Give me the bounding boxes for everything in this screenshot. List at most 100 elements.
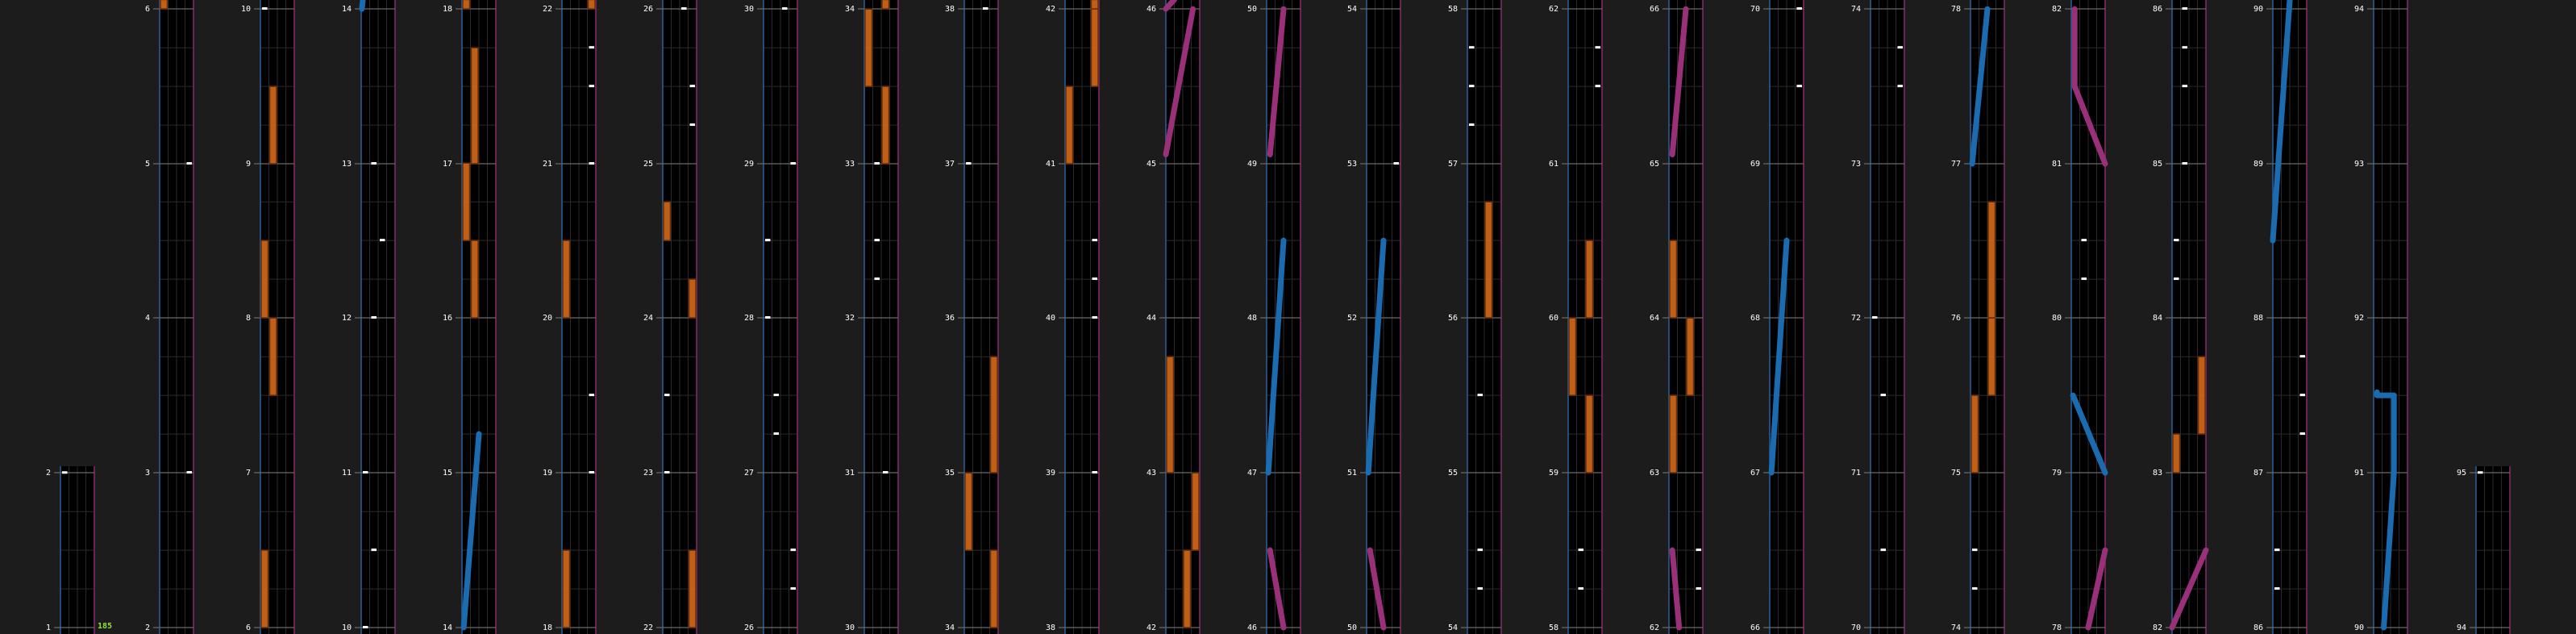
tap-note bbox=[262, 7, 268, 10]
measure-number: 90 bbox=[2354, 624, 2364, 632]
hold-note bbox=[1183, 549, 1192, 628]
measure-number: 70 bbox=[1851, 624, 1861, 632]
tap-note bbox=[589, 85, 594, 88]
tap-note bbox=[2081, 239, 2087, 242]
measure-number: 10 bbox=[342, 624, 352, 632]
tap-note bbox=[681, 7, 687, 10]
measure-number: 30 bbox=[744, 5, 754, 14]
measure-number: 60 bbox=[1549, 314, 1559, 323]
measure-number: 22 bbox=[543, 5, 552, 14]
measure-number: 27 bbox=[744, 469, 754, 478]
measure-number: 2 bbox=[145, 624, 150, 632]
measure-number: 67 bbox=[1750, 469, 1760, 478]
measure-number: 68 bbox=[1750, 314, 1760, 323]
tap-note bbox=[2274, 587, 2280, 590]
left-slide-note bbox=[1768, 237, 1790, 476]
right-slide-note bbox=[1267, 6, 1287, 157]
measure-number: 90 bbox=[2253, 5, 2263, 14]
tap-note bbox=[1972, 548, 1978, 552]
measure-number: 65 bbox=[1650, 160, 1659, 169]
tap-note bbox=[966, 162, 972, 165]
tap-note bbox=[1872, 316, 1878, 319]
measure-number: 45 bbox=[1147, 160, 1156, 169]
tap-note bbox=[1477, 587, 1483, 590]
tap-note bbox=[1696, 587, 1701, 590]
measure-number: 31 bbox=[845, 469, 855, 478]
tap-note bbox=[2174, 239, 2179, 242]
measure-number: 54 bbox=[1448, 624, 1458, 632]
hold-note bbox=[688, 549, 697, 628]
tap-note bbox=[1092, 277, 1097, 281]
tap-note bbox=[1578, 587, 1583, 590]
left-slide-note bbox=[359, 0, 366, 12]
tap-note bbox=[874, 162, 880, 165]
measure-number: 14 bbox=[443, 624, 452, 632]
measure-number: 50 bbox=[1347, 624, 1357, 632]
measure-number: 74 bbox=[1951, 624, 1961, 632]
measure-number: 28 bbox=[744, 314, 754, 323]
measure-number: 54 bbox=[1347, 5, 1357, 14]
hold-note bbox=[864, 8, 873, 87]
tap-note bbox=[664, 471, 670, 473]
measure-number: 3 bbox=[145, 469, 150, 478]
hold-note bbox=[1568, 317, 1577, 396]
measure-number: 79 bbox=[2052, 469, 2062, 478]
measure-number: 41 bbox=[1046, 160, 1055, 169]
measure-number: 6 bbox=[145, 5, 150, 14]
hold-note bbox=[688, 278, 697, 319]
tap-note bbox=[874, 277, 880, 281]
measure-number: 73 bbox=[1851, 160, 1861, 169]
tap-note bbox=[983, 7, 988, 10]
measure-number: 62 bbox=[1549, 5, 1559, 14]
measure-number: 82 bbox=[2153, 624, 2162, 632]
tap-note bbox=[186, 162, 192, 165]
measure-number: 13 bbox=[342, 160, 352, 169]
tap-note bbox=[2174, 277, 2179, 281]
measure-number: 70 bbox=[1750, 5, 1760, 14]
measure-number: 75 bbox=[1951, 469, 1961, 478]
tap-note bbox=[1897, 85, 1903, 88]
measure-number: 94 bbox=[2354, 5, 2364, 14]
combo-counter: 185 bbox=[98, 622, 112, 631]
tap-note bbox=[765, 316, 771, 319]
measure-number: 38 bbox=[1046, 624, 1055, 632]
hold-note bbox=[1669, 240, 1678, 319]
tap-note bbox=[2182, 7, 2187, 10]
measure-number: 63 bbox=[1650, 469, 1659, 478]
measure-number: 94 bbox=[2457, 624, 2466, 632]
measure-number: 88 bbox=[2253, 314, 2263, 323]
measure-number: 84 bbox=[2153, 314, 2162, 323]
tap-note bbox=[2182, 162, 2187, 165]
measure-number: 59 bbox=[1549, 469, 1559, 478]
hold-note bbox=[2172, 433, 2181, 473]
hold-note bbox=[268, 317, 277, 396]
left-slide-note bbox=[2070, 392, 2108, 476]
measure-number: 76 bbox=[1951, 314, 1961, 323]
measure-number: 49 bbox=[1247, 160, 1257, 169]
hold-note bbox=[1166, 356, 1175, 473]
hold-note bbox=[462, 0, 471, 10]
measure-number: 32 bbox=[845, 314, 855, 323]
tap-note bbox=[1595, 46, 1600, 49]
measure-number: 7 bbox=[246, 469, 251, 478]
measure-number: 42 bbox=[1147, 624, 1156, 632]
measure-number: 93 bbox=[2354, 160, 2364, 169]
measure-number: 78 bbox=[2052, 624, 2062, 632]
tap-note bbox=[1092, 471, 1097, 473]
tap-note bbox=[2299, 355, 2305, 358]
measure-number: 23 bbox=[643, 469, 653, 478]
tap-note bbox=[1880, 394, 1886, 397]
measure-number: 11 bbox=[342, 469, 352, 478]
tap-note bbox=[1972, 587, 1978, 590]
measure-number: 53 bbox=[1347, 160, 1357, 169]
tap-note bbox=[589, 162, 594, 165]
hold-note bbox=[260, 549, 269, 628]
hold-note bbox=[1090, 8, 1099, 87]
tap-note bbox=[1469, 85, 1475, 88]
